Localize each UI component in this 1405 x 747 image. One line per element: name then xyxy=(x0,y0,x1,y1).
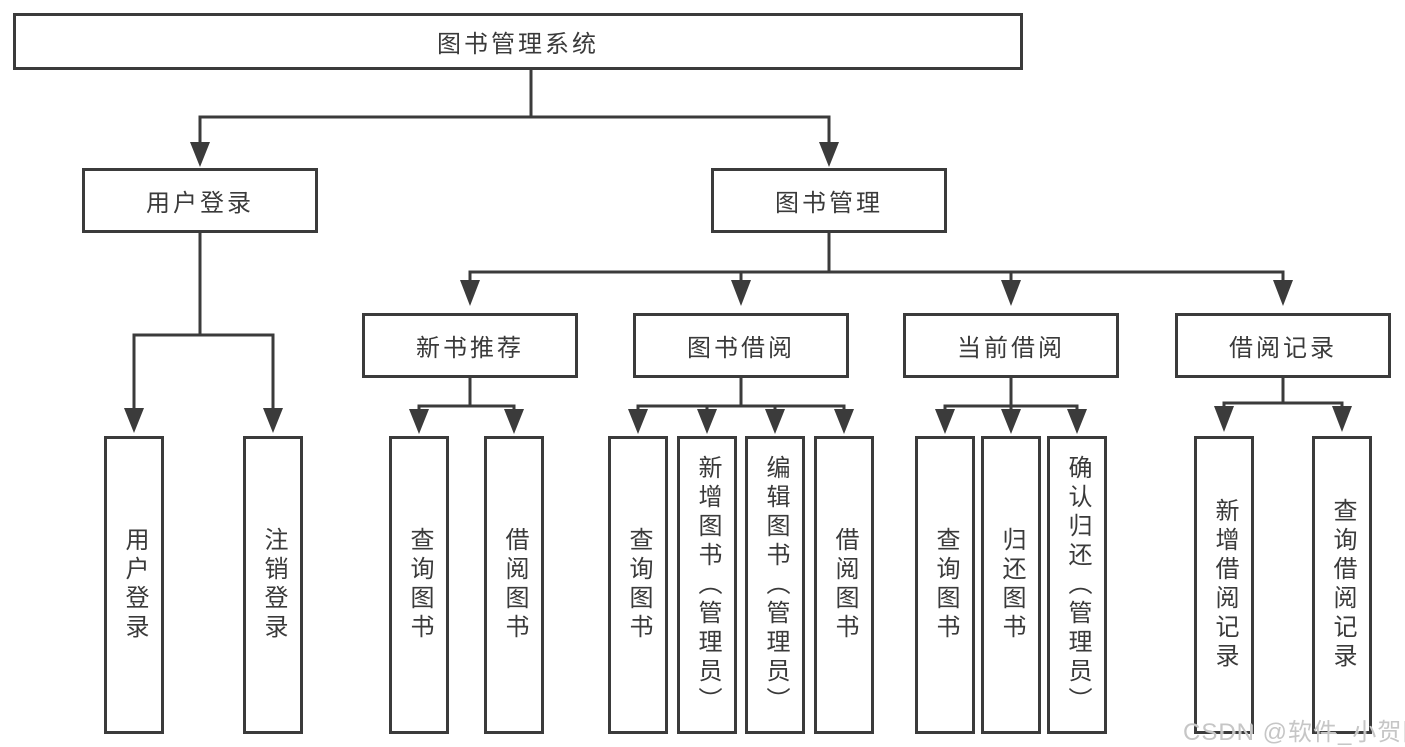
arrowhead xyxy=(834,409,854,434)
edge-borrow-record-to-leaves xyxy=(1214,378,1352,432)
node-leaf-confirm-return: 确认归还（管理员） xyxy=(1047,436,1107,734)
node-label: 注销登录 xyxy=(260,527,287,643)
node-leaf-borrow-book-1: 借阅图书 xyxy=(484,436,544,734)
arrowhead xyxy=(190,142,210,167)
node-user-login-group: 用户登录 xyxy=(82,168,318,233)
edge-line xyxy=(468,233,1285,281)
node-book-borrow: 图书借阅 xyxy=(633,313,849,378)
node-leaf-edit-book: 编辑图书（管理员） xyxy=(745,436,805,734)
edge-new-book-rec-to-leaves xyxy=(409,378,524,434)
node-label: 借阅图书 xyxy=(501,527,528,643)
csdn-watermark: CSDN @软件_小贺同学 xyxy=(1183,719,1405,746)
node-label: 确认归还（管理员） xyxy=(1064,454,1091,716)
node-label: 用户登录 xyxy=(121,527,148,643)
node-label: 新增图书（管理员） xyxy=(694,454,721,716)
edge-line xyxy=(132,233,275,410)
arrowhead xyxy=(1067,409,1087,434)
node-current-borrow: 当前借阅 xyxy=(903,313,1119,378)
node-leaf-add-borrow-record: 新增借阅记录 xyxy=(1194,436,1254,734)
arrowhead xyxy=(1273,280,1293,306)
edge-line xyxy=(943,378,1079,410)
edge-root-to-level2 xyxy=(190,69,839,167)
node-label: 查询图书 xyxy=(932,527,959,643)
node-label: 查询图书 xyxy=(406,527,433,643)
node-leaf-return-book: 归还图书 xyxy=(981,436,1041,734)
node-label: 查询图书 xyxy=(625,527,652,643)
edge-book-borrow-to-leaves xyxy=(628,378,854,434)
node-label: 借阅图书 xyxy=(831,527,858,643)
edge-line xyxy=(636,378,846,410)
node-leaf-query-book-2: 查询图书 xyxy=(608,436,668,734)
arrowhead xyxy=(1001,280,1021,306)
arrowhead xyxy=(819,142,839,167)
edge-line xyxy=(417,378,516,410)
node-root: 图书管理系统 xyxy=(13,13,1023,70)
arrowhead xyxy=(1214,406,1234,432)
node-label: 新增借阅记录 xyxy=(1211,498,1238,672)
edge-user-login-to-leaves xyxy=(124,233,283,433)
node-leaf-user-login: 用户登录 xyxy=(104,436,164,734)
node-borrow-record: 借阅记录 xyxy=(1175,313,1391,378)
node-leaf-add-book: 新增图书（管理员） xyxy=(677,436,737,734)
node-label: 查询借阅记录 xyxy=(1329,498,1356,672)
node-new-book-rec: 新书推荐 xyxy=(362,313,578,378)
node-leaf-borrow-book-2: 借阅图书 xyxy=(814,436,874,734)
arrowhead xyxy=(731,280,751,306)
arrowhead xyxy=(935,409,955,434)
node-book-mgmt: 图书管理 xyxy=(711,168,947,233)
arrowhead xyxy=(765,409,785,434)
arrowhead xyxy=(124,408,144,433)
edge-book-mgmt-to-level3 xyxy=(460,233,1293,306)
arrowhead xyxy=(504,409,524,434)
node-leaf-query-borrow-record: 查询借阅记录 xyxy=(1312,436,1372,734)
arrowhead xyxy=(263,408,283,433)
edge-current-borrow-to-leaves xyxy=(935,378,1087,434)
arrowhead xyxy=(1001,409,1021,434)
arrowhead xyxy=(409,409,429,434)
arrowhead xyxy=(628,409,648,434)
edge-line xyxy=(1222,378,1344,408)
node-leaf-logout: 注销登录 xyxy=(243,436,303,734)
arrowhead xyxy=(697,409,717,434)
node-label: 归还图书 xyxy=(998,527,1025,643)
arrowhead xyxy=(1332,406,1352,432)
node-leaf-query-book-3: 查询图书 xyxy=(915,436,975,734)
arrowhead xyxy=(460,280,480,306)
edge-line xyxy=(198,69,831,144)
node-label: 编辑图书（管理员） xyxy=(762,454,789,716)
node-leaf-query-book-1: 查询图书 xyxy=(389,436,449,734)
